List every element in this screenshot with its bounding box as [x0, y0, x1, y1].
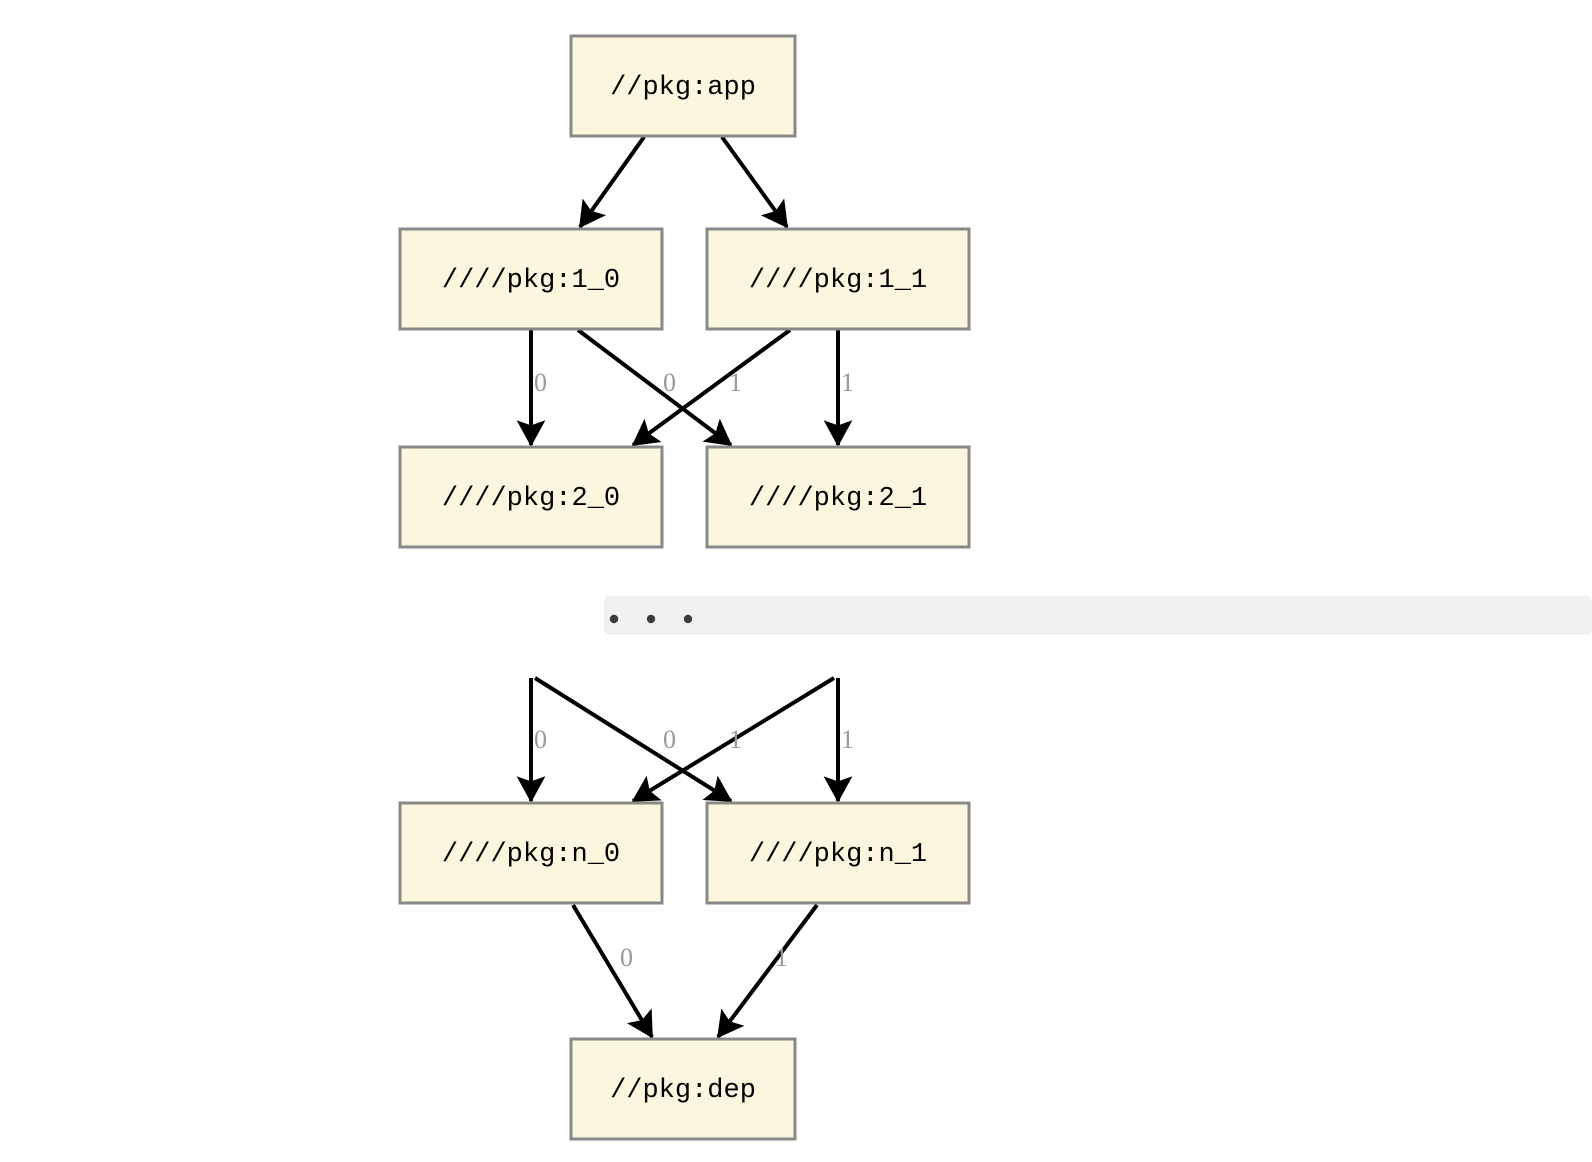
edge-label: 0 — [663, 725, 676, 754]
edge-label: 0 — [534, 368, 547, 397]
node-label: ////pkg:2_1 — [749, 484, 927, 514]
graph-edge-e-app-1_1 — [720, 135, 789, 229]
node-box — [705, 445, 971, 549]
ellipsis-band — [604, 596, 1592, 635]
graph-edge-e-n_0-dep — [571, 903, 654, 1039]
node-box — [569, 1037, 797, 1141]
edges-layer — [516, 135, 853, 1039]
edge-label: 1 — [729, 725, 742, 754]
edge-label: 1 — [775, 943, 788, 972]
edge-label: 1 — [729, 368, 742, 397]
graph-node-n1_1[interactable]: ////pkg:1_1 — [705, 227, 971, 331]
graph-edge-e-y-n_0b — [631, 676, 836, 803]
node-box — [705, 227, 971, 331]
edge-label: 1 — [841, 368, 854, 397]
nodes-layer: //pkg:app ////pkg:1_0 ////pkg:1_1 ////pkg:2… — [398, 34, 971, 1141]
node-label: ////pkg:n_1 — [749, 840, 927, 870]
edge-labels-layer: 0 0 1 1 0 0 1 1 0 1 — [534, 368, 854, 972]
graph-node-nn_0[interactable]: ////pkg:n_0 — [398, 801, 664, 905]
node-box — [398, 801, 664, 905]
graph-node-dep[interactable]: //pkg:dep — [569, 1037, 797, 1141]
graph-edge-e-x-n_1b — [533, 676, 733, 803]
edge-label: 0 — [620, 943, 633, 972]
node-label: ////pkg:n_0 — [442, 840, 620, 870]
ellipsis-dot — [609, 614, 619, 624]
graph-node-n2_0[interactable]: ////pkg:2_0 — [398, 445, 664, 549]
node-box — [705, 801, 971, 905]
edge-label: 0 — [534, 725, 547, 754]
graph-node-n1_0[interactable]: ////pkg:1_0 — [398, 227, 664, 331]
node-label: //pkg:app — [610, 73, 756, 103]
graph-edge-e-n_1-dep — [716, 903, 819, 1039]
node-box — [569, 34, 797, 138]
node-label: //pkg:dep — [610, 1076, 756, 1106]
graph-edge-e-1_0-2_1 — [576, 328, 733, 447]
graph-node-n2_1[interactable]: ////pkg:2_1 — [705, 445, 971, 549]
ellipsis-dot — [683, 614, 693, 624]
node-box — [398, 227, 664, 331]
graph-node-app[interactable]: //pkg:app — [569, 34, 797, 138]
graph-edge-e-app-1_0 — [578, 135, 646, 229]
node-label: ////pkg:1_1 — [749, 266, 927, 296]
graph-node-nn_1[interactable]: ////pkg:n_1 — [705, 801, 971, 905]
ellipsis-separator — [604, 596, 1592, 635]
node-box — [398, 445, 664, 549]
edge-label: 0 — [663, 368, 676, 397]
edge-label: 1 — [841, 725, 854, 754]
ellipsis-dot — [646, 614, 656, 624]
node-label: ////pkg:2_0 — [442, 484, 620, 514]
node-label: ////pkg:1_0 — [442, 266, 620, 296]
graph-edge-e-1_1-2_0 — [631, 328, 792, 447]
